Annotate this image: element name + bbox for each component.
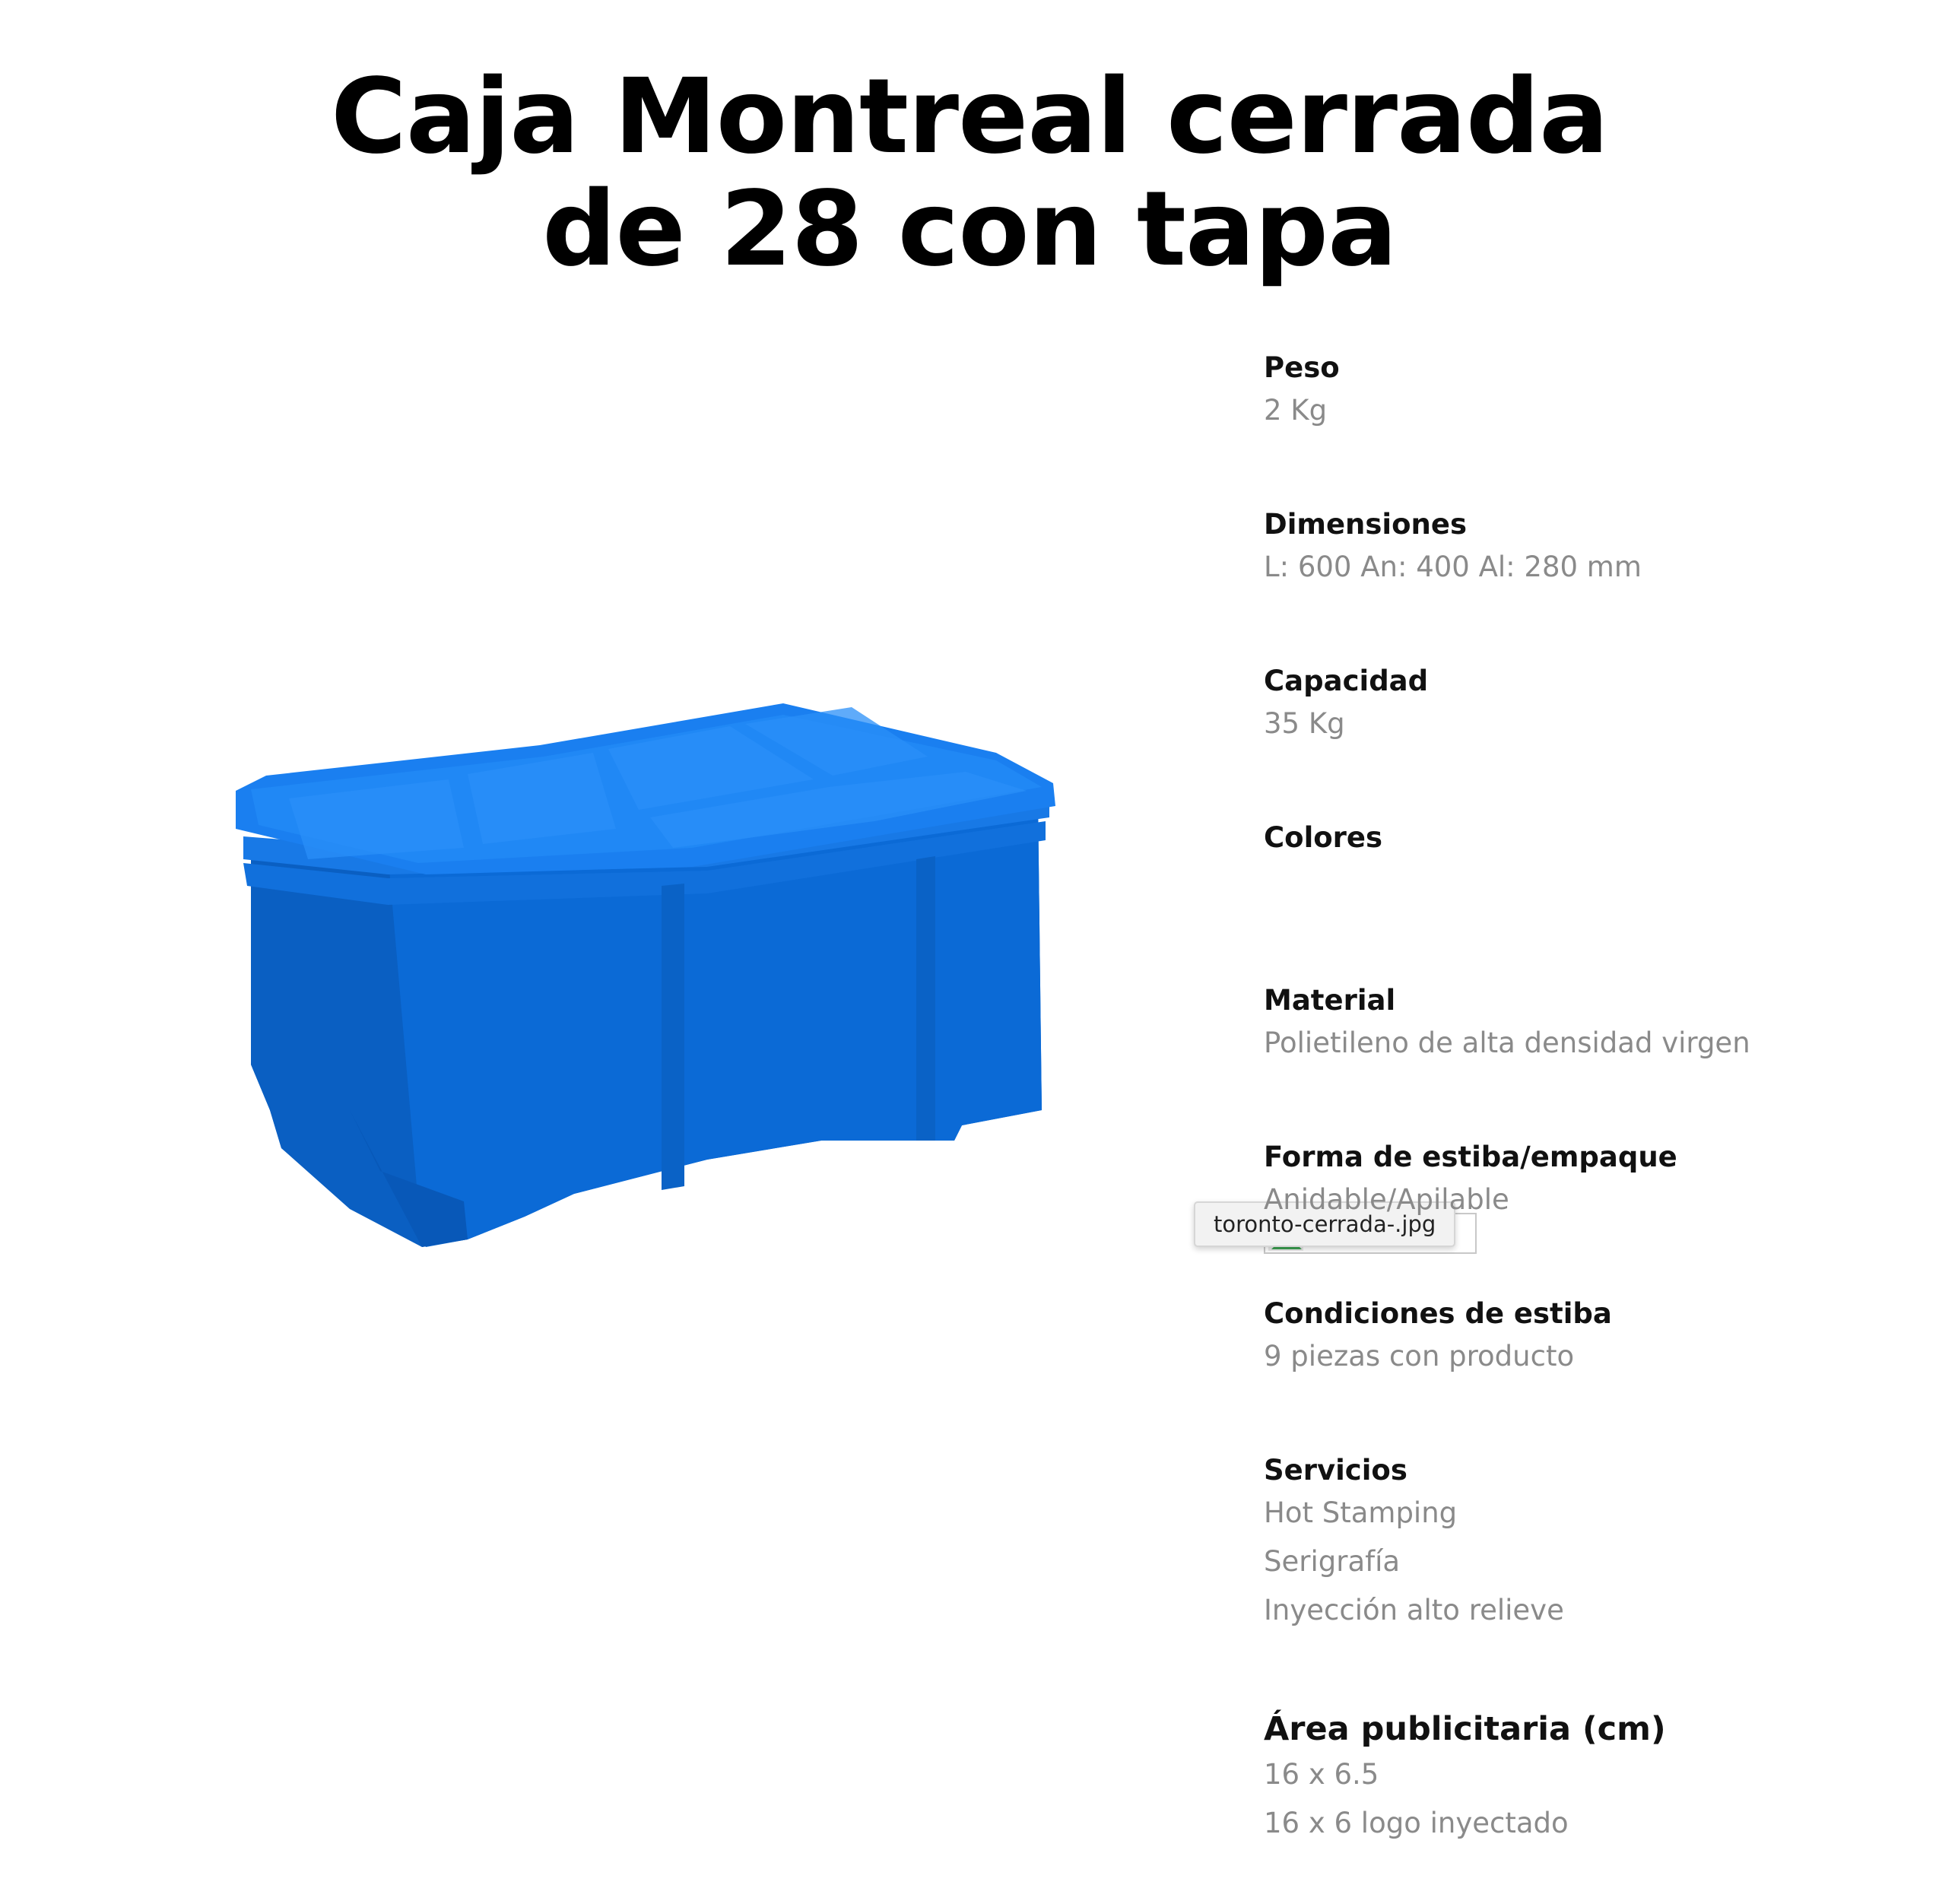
spec-condiciones-estiba: Condiciones de estiba 9 piezas con produ… bbox=[1264, 1296, 1887, 1381]
product-image bbox=[236, 703, 1055, 1247]
spec-label: Dimensiones bbox=[1264, 508, 1467, 541]
spec-value-item: Inyección alto relieve bbox=[1264, 1594, 1564, 1626]
box-body-front-face bbox=[388, 798, 1042, 1247]
spec-value: 2 Kg bbox=[1264, 394, 1328, 427]
spec-label: Capacidad bbox=[1264, 665, 1429, 697]
spec-label: Área publicitaria (cm) bbox=[1264, 1710, 1666, 1748]
spec-label: Condiciones de estiba bbox=[1264, 1297, 1612, 1330]
spec-value-item: 16 x 6 logo inyectado bbox=[1264, 1807, 1569, 1839]
page-title-line-1: Caja Montreal cerrada bbox=[331, 57, 1609, 177]
spec-value-item: Serigrafía bbox=[1264, 1545, 1401, 1578]
box-body-side bbox=[251, 844, 422, 1247]
spec-label: Colores bbox=[1264, 821, 1383, 854]
spec-label: Servicios bbox=[1264, 1454, 1407, 1487]
spec-label: Forma de estiba/empaque bbox=[1264, 1141, 1677, 1173]
lid-panel-1 bbox=[289, 779, 464, 859]
image-filename-tooltip: toronto-cerrada-.jpg bbox=[1194, 1201, 1456, 1247]
lid-panel-4 bbox=[745, 707, 928, 776]
spec-label: Material bbox=[1264, 984, 1396, 1017]
spec-value: Polietileno de alta densidad virgen bbox=[1264, 1027, 1750, 1059]
box-base-left bbox=[350, 1110, 468, 1247]
spec-value: 35 Kg bbox=[1264, 707, 1345, 740]
spec-forma-estiba: Forma de estiba/empaque Anidable/Apilabl… bbox=[1264, 1139, 1887, 1224]
lid-panel-2 bbox=[468, 753, 616, 844]
spec-label: Peso bbox=[1264, 351, 1340, 384]
page-title-line-2: de 28 con tapa bbox=[542, 170, 1398, 290]
spec-value-item: 16 x 6.5 bbox=[1264, 1758, 1379, 1791]
spec-value-item: Hot Stamping bbox=[1264, 1496, 1458, 1529]
spec-value: L: 600 An: 400 Al: 280 mm bbox=[1264, 551, 1642, 583]
page-title: Caja Montreal cerrada de 28 con tapa bbox=[0, 61, 1939, 286]
lid-panel-3 bbox=[608, 726, 814, 810]
spec-servicios: Servicios Hot Stamping Serigrafía Inyecc… bbox=[1264, 1452, 1887, 1635]
spec-value: Anidable/Apilable bbox=[1264, 1183, 1509, 1216]
lid-panel-5 bbox=[650, 772, 1027, 848]
spec-colores: Colores bbox=[1264, 820, 1887, 856]
box-rim-middle bbox=[243, 821, 1046, 905]
box-rib-1 bbox=[662, 884, 684, 1190]
spec-material: Material Polietileno de alta densidad vi… bbox=[1264, 982, 1887, 1068]
spec-capacidad: Capacidad 35 Kg bbox=[1264, 663, 1887, 748]
spec-area-publicitaria: Área publicitaria (cm) 16 x 6.5 16 x 6 l… bbox=[1264, 1708, 1887, 1848]
spec-value: 9 piezas con producto bbox=[1264, 1340, 1575, 1372]
spec-peso: Peso 2 Kg bbox=[1264, 350, 1887, 435]
spec-dimensiones: Dimensiones L: 600 An: 400 Al: 280 mm bbox=[1264, 506, 1887, 592]
box-rib-2 bbox=[916, 856, 935, 1141]
